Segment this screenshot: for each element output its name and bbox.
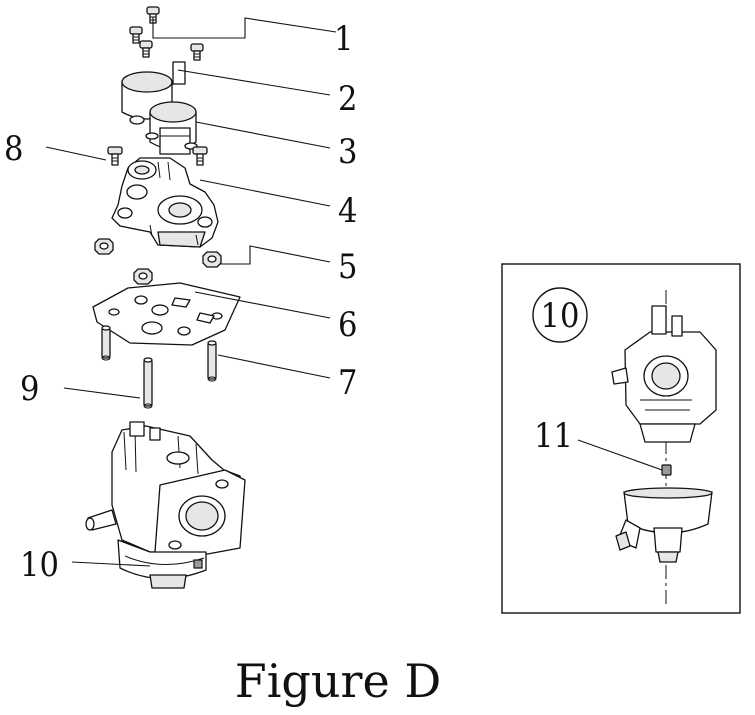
part-7-pins — [101, 325, 217, 382]
callout-7: 7 — [338, 363, 357, 403]
callout-8: 8 — [4, 129, 23, 169]
inset-ref-circle — [532, 287, 588, 343]
part-3-cap — [145, 101, 198, 155]
callout-4: 4 — [338, 191, 357, 231]
inset-carburetor — [611, 305, 717, 443]
leader-7 — [217, 354, 331, 379]
leader-10 — [71, 561, 151, 567]
part-9-pin — [143, 357, 153, 409]
callout-numbers: 1 2 3 4 5 6 7 8 9 10 — [4, 19, 357, 585]
leader-11 — [577, 439, 663, 471]
part-5-nuts — [94, 238, 222, 285]
inset-part-11 — [661, 464, 672, 476]
callout-6: 6 — [338, 305, 357, 345]
leader-4 — [199, 179, 331, 207]
inset-bowl — [615, 487, 713, 563]
part-1-screws — [129, 6, 204, 61]
callout-11: 11 — [534, 416, 573, 456]
leader-9 — [63, 387, 141, 399]
inset-detail: 10 11 — [501, 263, 741, 614]
part-6-gasket — [92, 282, 241, 346]
callout-1: 1 — [334, 19, 353, 59]
callout-9: 9 — [20, 369, 39, 409]
leader-lines — [45, 17, 337, 567]
figure-caption: Figure D — [235, 654, 441, 708]
part-10-carburetor — [85, 421, 246, 589]
leader-8 — [45, 146, 107, 161]
leader-3 — [195, 121, 331, 149]
part-8-screws — [107, 146, 208, 166]
leader-5 — [220, 245, 331, 265]
callout-5: 5 — [338, 247, 357, 287]
part-4-housing — [111, 157, 219, 248]
leader-6 — [194, 291, 331, 319]
leader-2 — [177, 69, 331, 96]
callout-3: 3 — [338, 132, 357, 172]
leader-1 — [152, 17, 337, 39]
inset-ref-label: 10 — [541, 296, 580, 336]
callout-10: 10 — [20, 545, 59, 585]
callout-2: 2 — [338, 79, 357, 119]
